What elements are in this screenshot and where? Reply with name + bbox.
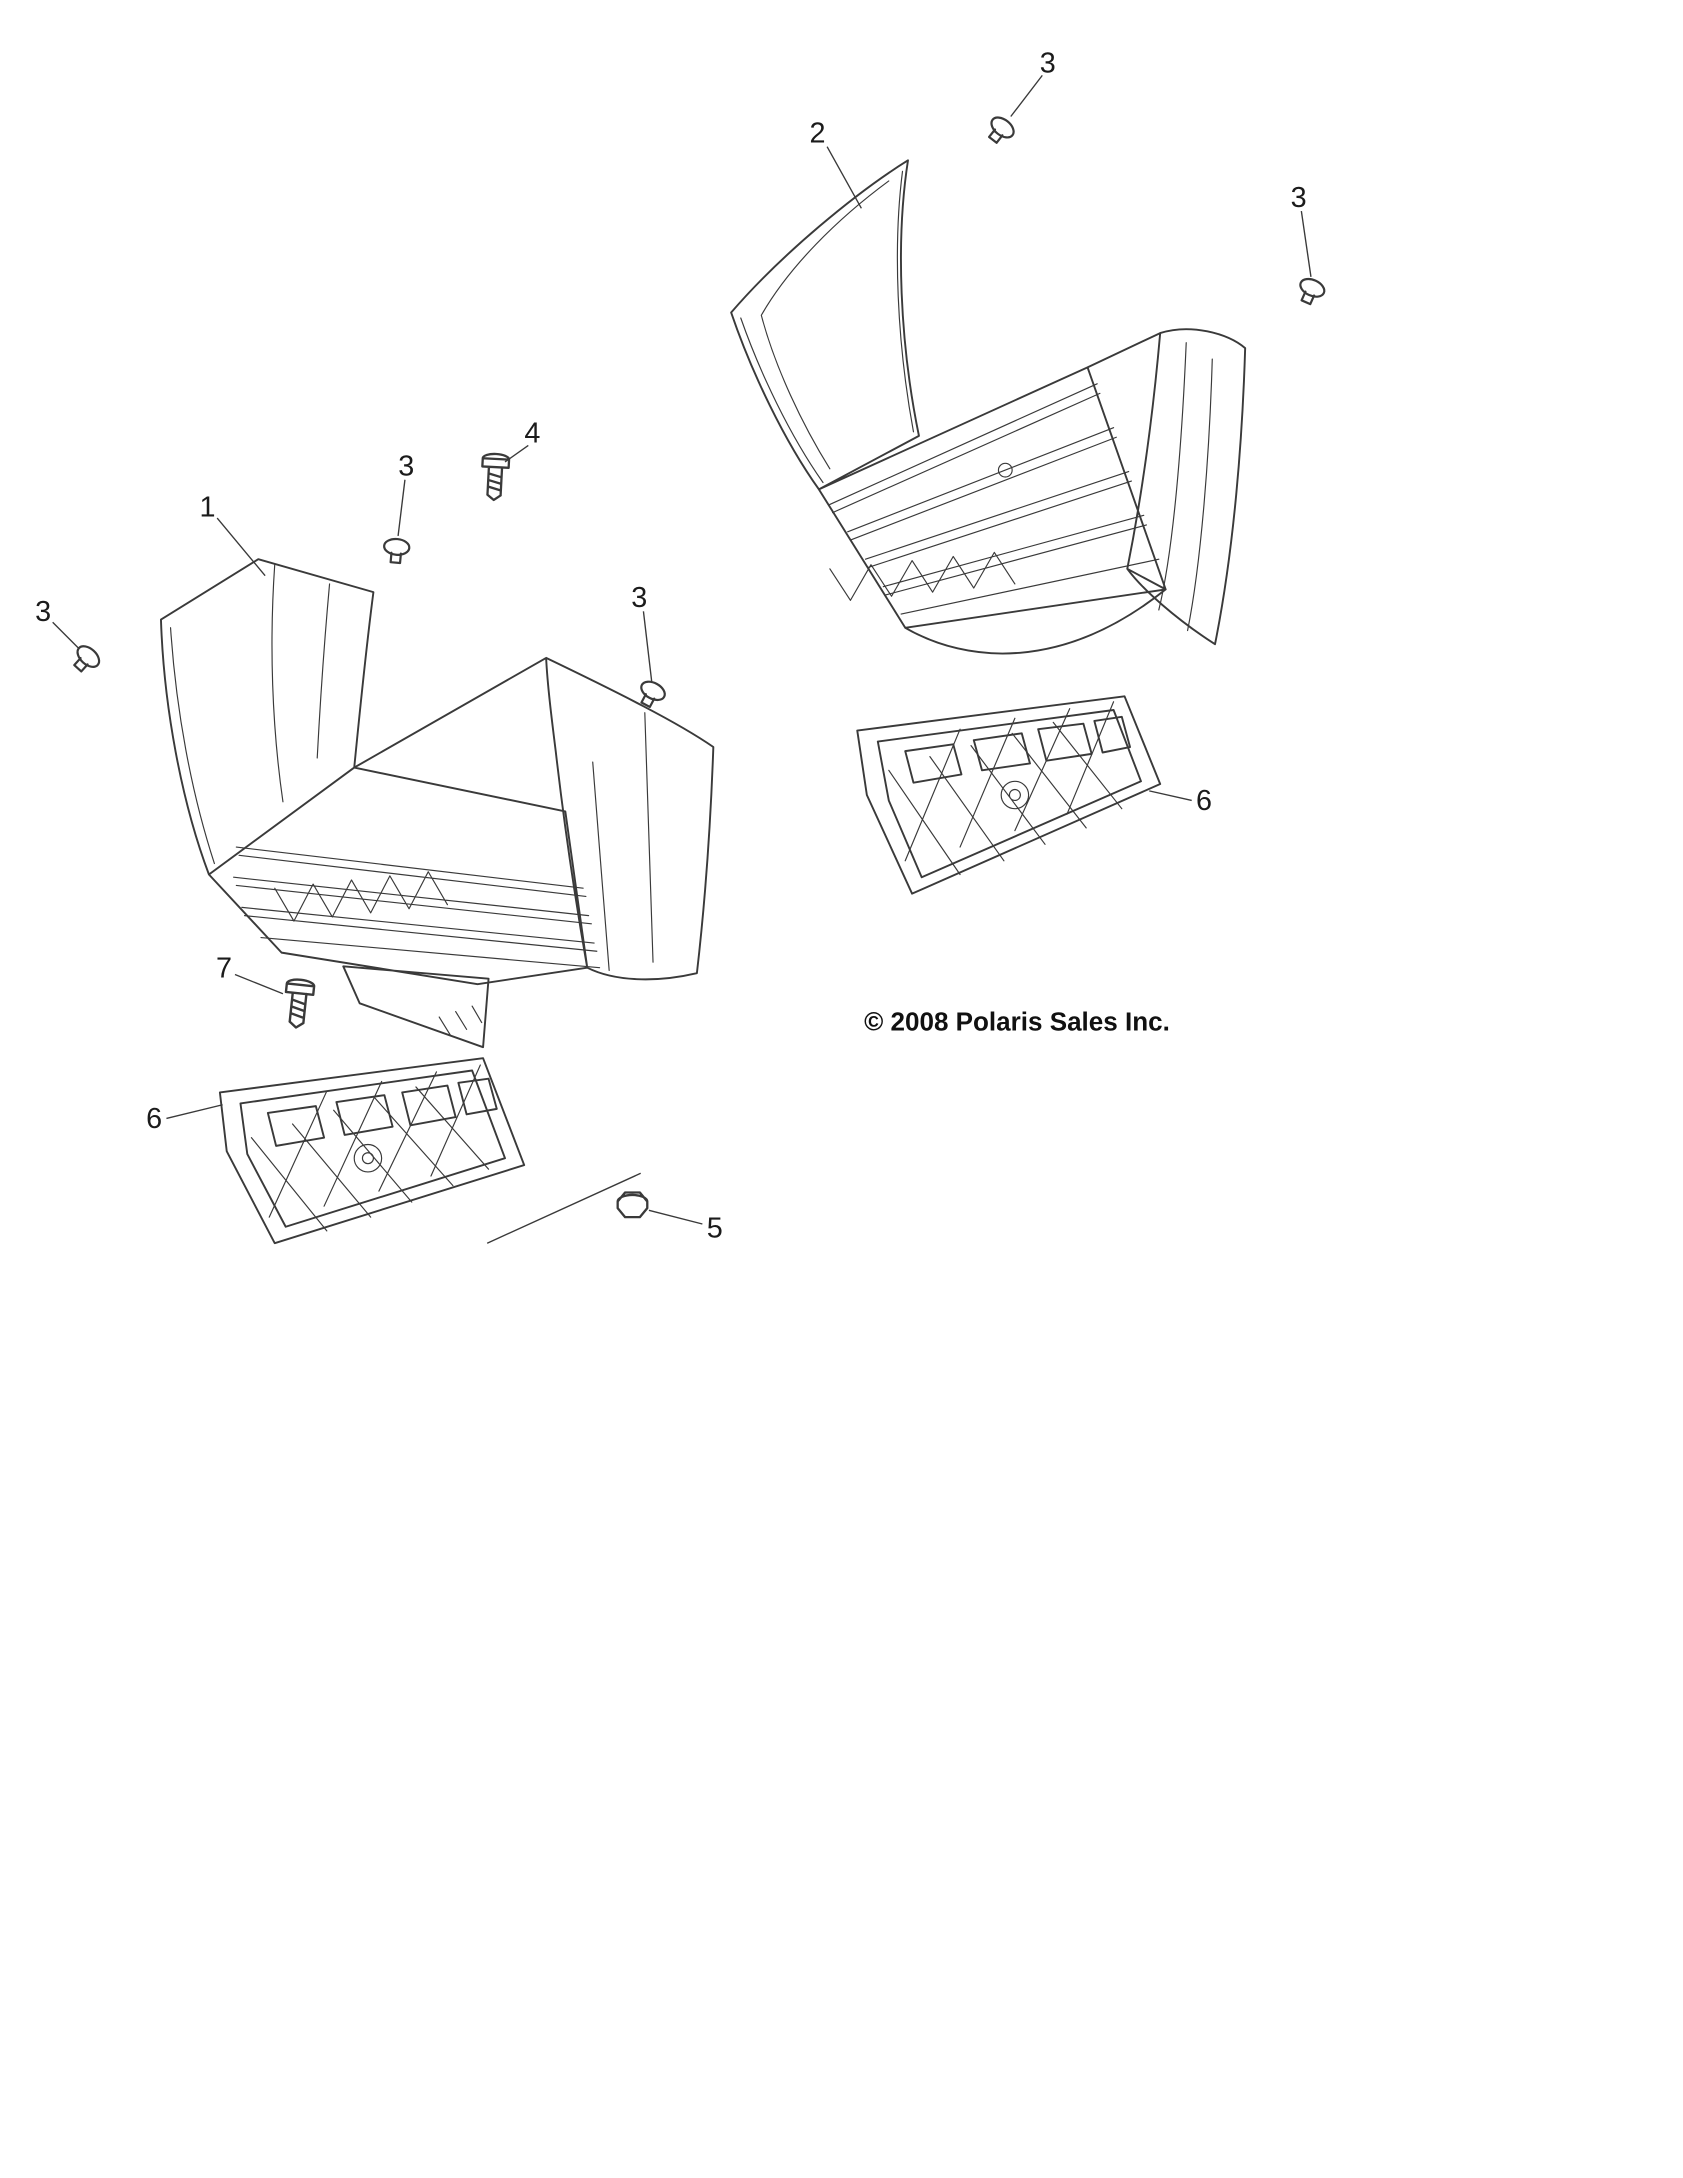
callout-3-label: 3 [631, 582, 647, 614]
footrest-plate-right-outline [856, 695, 1162, 895]
copyright-text: © 2008 Polaris Sales Inc. [864, 1007, 1170, 1037]
footrest-plate-right-lattice [888, 701, 1123, 876]
callout-6-label: 6 [1196, 785, 1212, 817]
callout-7-label: 7 [216, 952, 232, 984]
clip-icon [383, 537, 411, 565]
callout-2-label: 2 [810, 118, 826, 150]
callout-3-label: 3 [398, 451, 414, 483]
callout-4-label: 4 [524, 418, 540, 450]
footwell-left-outline [160, 558, 715, 1049]
clip-icon [640, 680, 666, 709]
footrest-plate-left-lattice [250, 1064, 490, 1232]
clip-icon [1299, 277, 1326, 306]
clip-icon [73, 645, 101, 673]
leader-lines [52, 74, 1312, 1244]
footrest-plate-left [218, 1057, 526, 1245]
screw-icon [481, 452, 511, 502]
clip-icon [988, 116, 1015, 144]
callout-6-label: 6 [146, 1103, 162, 1135]
callout-3-label: 3 [1291, 182, 1307, 214]
screw-icon [284, 978, 316, 1029]
callout-5-label: 5 [707, 1213, 723, 1245]
footrest-plate-left-outline [218, 1057, 526, 1245]
footwell-right-outline [730, 159, 1247, 655]
callout-1-label: 1 [200, 492, 216, 524]
footrest-plate-right [856, 695, 1162, 895]
footwell-right [730, 159, 1247, 655]
footwell-right-details [740, 170, 1213, 632]
callout-3-label: 3 [35, 596, 51, 628]
footwell-left-details [169, 564, 654, 1036]
footwell-left [160, 558, 715, 1049]
nut-icon [616, 1191, 649, 1219]
callouts: 1 2 3 3 3 3 3 4 5 6 6 7 [35, 48, 1307, 1245]
callout-3-label: 3 [1040, 48, 1056, 80]
fasteners [73, 116, 1326, 1219]
